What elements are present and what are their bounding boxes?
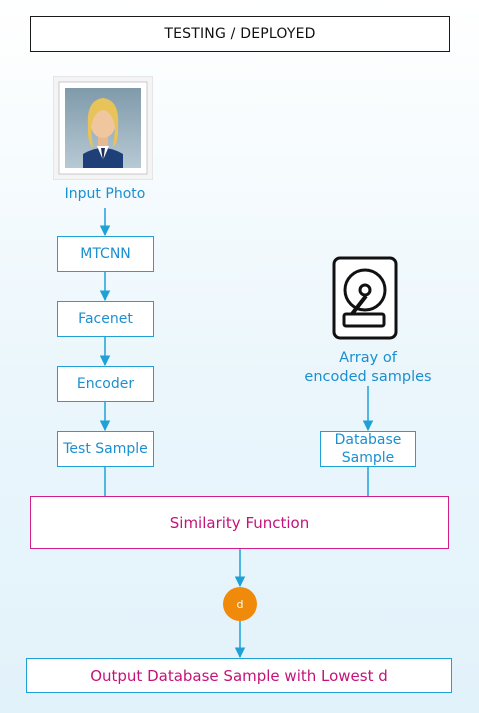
hard-drive-icon xyxy=(332,256,398,340)
distance-node: d xyxy=(223,587,257,621)
encoder-node: Encoder xyxy=(57,366,154,402)
similarity-function-box: Similarity Function xyxy=(30,496,449,549)
diagram-title: TESTING / DEPLOYED xyxy=(30,16,450,52)
mtcnn-node: MTCNN xyxy=(57,236,154,272)
output-box: Output Database Sample with Lowest d xyxy=(26,658,452,693)
array-of-encoded-samples-label: Array of encoded samples xyxy=(292,349,444,387)
facenet-node: Facenet xyxy=(57,301,154,337)
database-sample-line-1: Database xyxy=(334,432,402,448)
test-sample-node: Test Sample xyxy=(57,431,154,467)
similarity-function-label: Similarity Function xyxy=(168,513,311,532)
array-label-line-1: Array of xyxy=(339,350,397,366)
database-sample-line-2: Sample xyxy=(341,450,395,466)
database-sample-node: Database Sample xyxy=(320,431,416,467)
input-photo-label: Input Photo xyxy=(64,186,146,202)
person-photo-icon xyxy=(52,75,154,181)
array-label-line-2: encoded samples xyxy=(304,369,432,385)
